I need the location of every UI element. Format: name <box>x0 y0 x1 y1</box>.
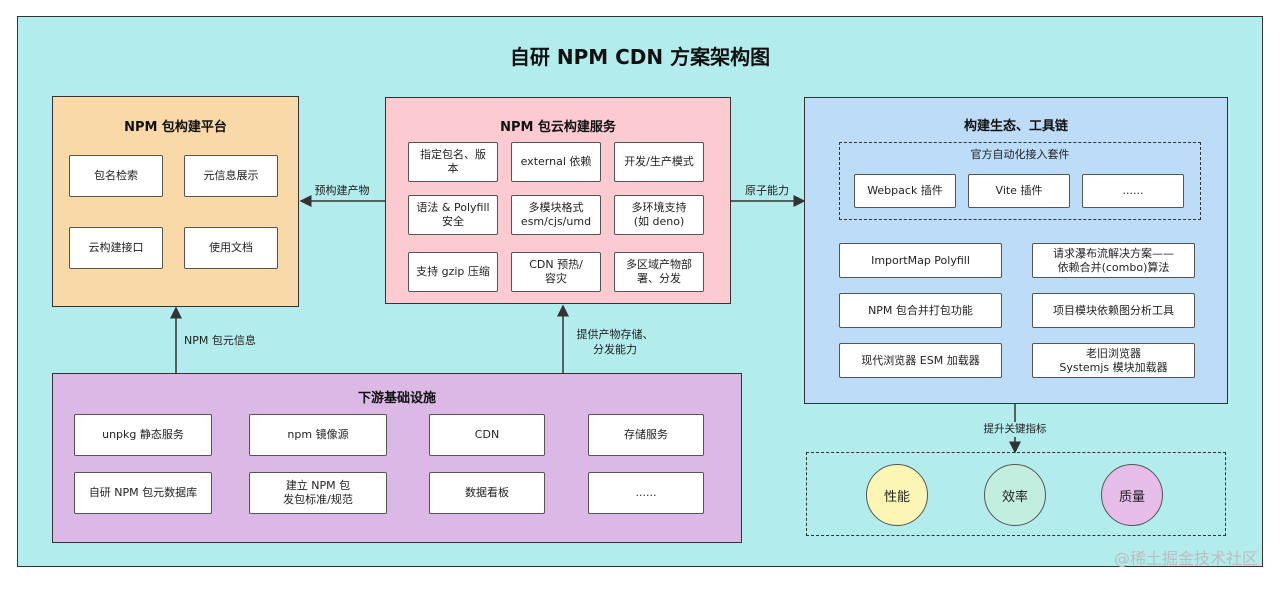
infra-item: 数据看板 <box>429 472 545 514</box>
infra-item: npm 镜像源 <box>249 414 387 456</box>
service-item: 开发/生产模式 <box>614 142 704 182</box>
infra-item: CDN <box>429 414 545 456</box>
ecosystem-item: 请求瀑布流解决方案—— 依赖合并(combo)算法 <box>1032 243 1195 278</box>
ecosystem-item: 项目模块依赖图分析工具 <box>1032 293 1195 328</box>
ecosystem-item: ImportMap Polyfill <box>839 243 1002 278</box>
platform-title: NPM 包构建平台 <box>124 120 227 135</box>
infra-item: 建立 NPM 包 发包标准/规范 <box>249 472 387 514</box>
suite-item: Webpack 插件 <box>854 174 956 208</box>
ecosystem-item: NPM 包合并打包功能 <box>839 293 1002 328</box>
infra-panel: 下游基础设施 unpkg 静态服务 npm 镜像源 CDN 存储服务 自研 NP… <box>52 373 742 543</box>
auto-suite-title: 官方自动化接入套件 <box>970 148 1070 161</box>
service-item: CDN 预热/ 容灾 <box>511 252 601 292</box>
platform-item: 使用文档 <box>184 227 278 269</box>
service-item: 多环境支持 (如 deno) <box>614 195 704 235</box>
infra-item: unpkg 静态服务 <box>74 414 212 456</box>
service-item: 多区域产物部 署、分发 <box>614 252 704 292</box>
ecosystem-panel: 构建生态、工具链 官方自动化接入套件 Webpack 插件 Vite 插件 ..… <box>804 97 1228 404</box>
service-item: external 依赖 <box>511 142 601 182</box>
platform-panel: NPM 包构建平台 包名检索 元信息展示 云构建接口 使用文档 <box>52 96 299 307</box>
arrow-label-storage: 提供产物存储、 分发能力 <box>576 328 654 356</box>
service-title: NPM 包云构建服务 <box>500 120 616 135</box>
arrow-label-meta: NPM 包元信息 <box>184 334 256 347</box>
infra-item: 自研 NPM 包元数据库 <box>74 472 212 514</box>
service-panel: NPM 包云构建服务 指定包名、版 本 external 依赖 开发/生产模式 … <box>385 97 731 304</box>
auto-suite-group: 官方自动化接入套件 Webpack 插件 Vite 插件 ...... <box>839 142 1201 220</box>
service-item: 多模块格式 esm/cjs/umd <box>511 195 601 235</box>
metric-performance: 性能 <box>866 464 928 526</box>
diagram-title: 自研 NPM CDN 方案架构图 <box>509 45 771 69</box>
service-item: 语法 & Polyfill 安全 <box>408 195 498 235</box>
infra-item: ...... <box>588 472 704 514</box>
infra-item: 存储服务 <box>588 414 704 456</box>
ecosystem-item: 现代浏览器 ESM 加载器 <box>839 343 1002 378</box>
service-item: 支持 gzip 压缩 <box>408 252 498 292</box>
infra-title: 下游基础设施 <box>357 391 436 406</box>
arrow-label-atomic: 原子能力 <box>745 184 789 197</box>
ecosystem-title: 构建生态、工具链 <box>963 119 1068 134</box>
platform-item: 元信息展示 <box>184 155 278 197</box>
arrow-label-metrics: 提升关键指标 <box>965 422 1065 437</box>
metric-efficiency: 效率 <box>984 464 1046 526</box>
platform-item: 云构建接口 <box>69 227 163 269</box>
metrics-group: 性能 效率 质量 <box>806 452 1226 536</box>
watermark: @稀土掘金技术社区 <box>1113 549 1258 568</box>
platform-item: 包名检索 <box>69 155 163 197</box>
ecosystem-item: 老旧浏览器 Systemjs 模块加载器 <box>1032 343 1195 378</box>
arrow-label-prebuild: 预构建产物 <box>314 184 370 197</box>
suite-item: Vite 插件 <box>968 174 1070 208</box>
service-item: 指定包名、版 本 <box>408 142 498 182</box>
suite-item: ...... <box>1082 174 1184 208</box>
metric-quality: 质量 <box>1101 464 1163 526</box>
